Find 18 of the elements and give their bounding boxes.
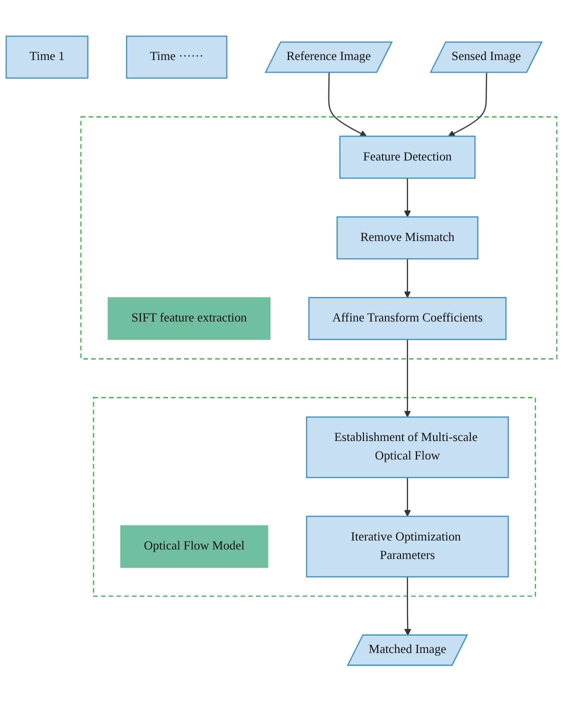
node-box: Iterative Optimization Parameters [306,516,509,578]
cluster [80,116,558,360]
arrow [404,178,411,218]
arrow [404,340,411,418]
node-box: SIFT feature extraction [108,297,271,340]
arrow [404,478,411,517]
node-box: Time 1 [6,36,88,79]
node-box: Feature Detection [339,136,476,179]
node-box: Affine Transform Coefficients [308,297,507,340]
node-box: Establishment of Multi-scale Optical Flow [306,416,509,478]
arrow [404,259,411,298]
arrow [448,72,488,137]
arrow [404,577,412,636]
node-box: Optical Flow Model [120,526,268,568]
arrow [328,72,367,137]
node-box: Remove Mismatch [336,216,478,260]
node-box: Time ······ [126,36,228,79]
cluster [92,397,536,598]
